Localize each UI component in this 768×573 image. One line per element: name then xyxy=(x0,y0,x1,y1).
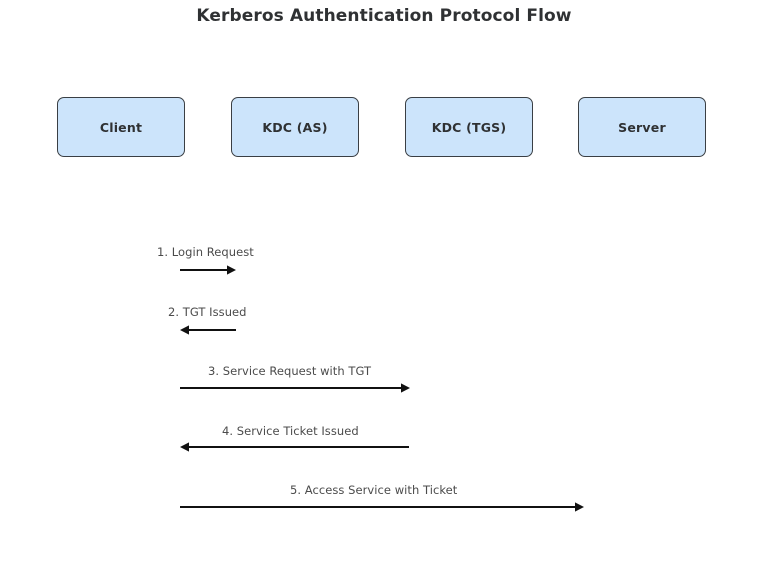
actor-label: Client xyxy=(99,119,143,135)
actor-box-client[interactable]: Client xyxy=(57,97,185,157)
actor-box-kdc-tgs[interactable]: KDC (TGS) xyxy=(405,97,533,157)
message-label-2: 2. TGT Issued xyxy=(168,305,247,319)
message-arrow-5-right xyxy=(180,502,584,512)
message-label-4: 4. Service Ticket Issued xyxy=(222,424,359,438)
message-arrow-2-left xyxy=(180,325,236,335)
message-arrow-4-left xyxy=(180,442,409,452)
message-label-3: 3. Service Request with TGT xyxy=(208,364,372,378)
message-arrow-3-right xyxy=(180,383,410,393)
message-label-1: 1. Login Request xyxy=(157,245,254,259)
actor-label: KDC (TGS) xyxy=(431,119,507,135)
actor-label: KDC (AS) xyxy=(262,119,328,135)
message-label-5: 5. Access Service with Ticket xyxy=(290,483,458,497)
actor-label: Server xyxy=(618,119,666,135)
actor-box-kdc-as[interactable]: KDC (AS) xyxy=(231,97,359,157)
message-arrow-1-right xyxy=(180,265,236,275)
actor-box-server[interactable]: Server xyxy=(578,97,706,157)
page-title: Kerberos Authentication Protocol Flow xyxy=(196,6,572,26)
